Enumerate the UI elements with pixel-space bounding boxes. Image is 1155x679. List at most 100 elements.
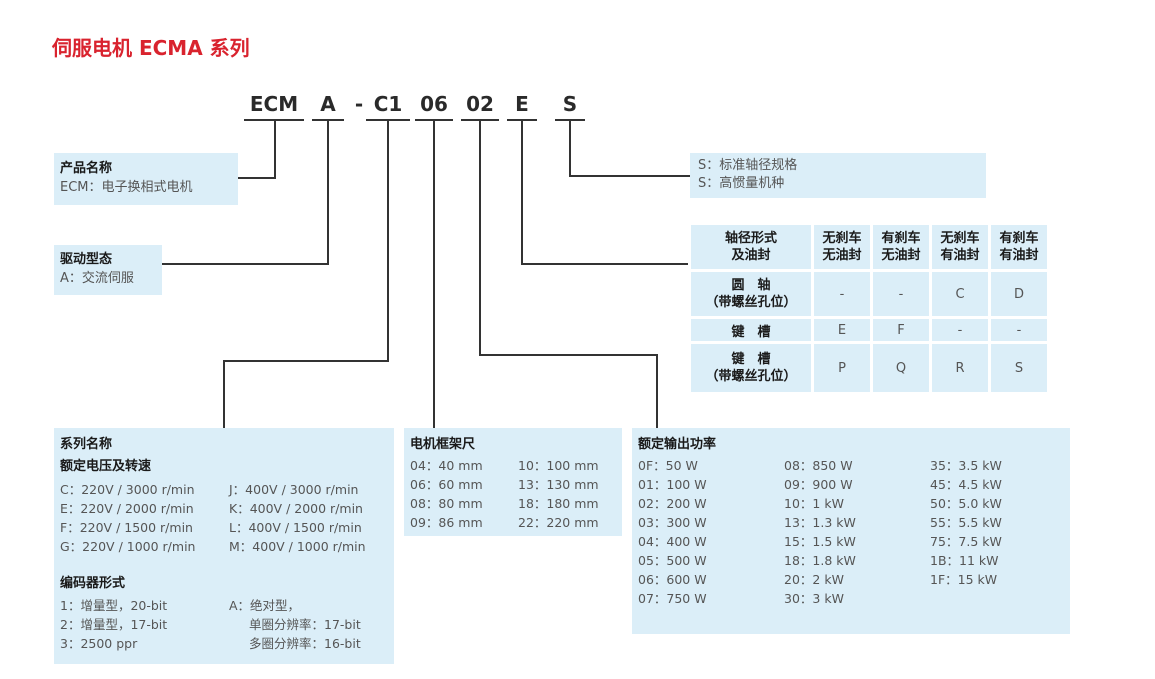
table-cell: R: [929, 341, 991, 395]
list-item: 0F：50 W: [638, 458, 698, 473]
list-item: 50：5.0 kW: [930, 496, 1002, 511]
list-item: 1F：15 kW: [930, 572, 998, 587]
table-cell: -: [870, 269, 932, 319]
list-item: E：220V / 2000 r/min: [60, 501, 194, 516]
table-cell: P: [811, 341, 873, 395]
list-item: J：400V / 3000 r/min: [229, 482, 359, 497]
list-item: 22：220 mm: [518, 515, 599, 530]
drive-line: A：交流伺服: [60, 271, 134, 286]
shaft-std-line-2: S：高惯量机种: [698, 176, 785, 191]
rated-power-box: 额定输出功率 0F：50 W 01：100 W 02：200 W 03：300 …: [632, 428, 1070, 634]
list-item: 08：850 W: [784, 458, 853, 473]
page-title: 伺服电机 ECMA 系列: [52, 36, 250, 60]
table-row-label: 圆 轴 （带螺丝孔位）: [688, 269, 814, 319]
code-part-dash: -: [354, 92, 364, 116]
connector-series: [223, 120, 389, 428]
list-item: 2：增量型，17-bit: [60, 617, 168, 632]
list-item: 15：1.5 kW: [784, 534, 856, 549]
frame-size-box: 电机框架尺 04：40 mm 06：60 mm 08：80 mm 09：86 m…: [404, 428, 622, 536]
connector-shaft-std: [569, 120, 690, 177]
list-item: 18：1.8 kW: [784, 553, 856, 568]
list-item: M：400V / 1000 r/min: [229, 539, 366, 554]
code-part-e: E: [515, 92, 529, 116]
list-item: L：400V / 1500 r/min: [229, 520, 362, 535]
list-item: G：220V / 1000 r/min: [60, 539, 196, 554]
table-header-cell: 轴径形式 及油封: [688, 222, 814, 272]
series-heading: 系列名称: [60, 437, 113, 452]
table-header-cell: 无刹车 有油封: [929, 222, 991, 272]
list-item: 01：100 W: [638, 477, 707, 492]
product-heading: 产品名称: [60, 161, 113, 176]
series-box: 系列名称 额定电压及转速 C：220V / 3000 r/min E：220V …: [54, 428, 394, 664]
list-item: 13：130 mm: [518, 477, 599, 492]
list-item: 75：7.5 kW: [930, 534, 1002, 549]
table-row-label: 键 槽 （带螺丝孔位）: [688, 341, 814, 395]
connector-power: [479, 120, 658, 428]
list-item: A：绝对型，: [229, 598, 301, 613]
power-heading: 额定输出功率: [638, 437, 717, 452]
list-item: 18：180 mm: [518, 496, 599, 511]
list-item: 08：80 mm: [410, 496, 483, 511]
list-item: 07：750 W: [638, 591, 707, 606]
list-item: 06：60 mm: [410, 477, 483, 492]
table-cell: -: [988, 316, 1050, 344]
table-row-label: 键 槽: [688, 316, 814, 344]
list-item: 09：900 W: [784, 477, 853, 492]
list-item: 单圈分辨率：17-bit: [249, 617, 361, 632]
table-row: 圆 轴 （带螺丝孔位） - - C D: [688, 269, 1050, 319]
power-list-1: 0F：50 W 01：100 W 02：200 W 03：300 W 04：40…: [638, 456, 707, 608]
frame-heading: 电机框架尺: [410, 437, 476, 452]
code-part-06: 06: [420, 92, 448, 116]
table-cell: D: [988, 269, 1050, 319]
list-item: 04：400 W: [638, 534, 707, 549]
power-list-2: 08：850 W 09：900 W 10：1 kW 13：1.3 kW 15：1…: [784, 456, 856, 608]
list-item: 3：2500 ppr: [60, 636, 138, 651]
table-header-cell: 有刹车 有油封: [988, 222, 1050, 272]
table-cell: E: [811, 316, 873, 344]
list-item: 1B：11 kW: [930, 553, 999, 568]
table-cell: F: [870, 316, 932, 344]
code-part-02: 02: [466, 92, 494, 116]
connector-drive: [162, 120, 329, 265]
connector-product: [238, 120, 276, 179]
table-cell: Q: [870, 341, 932, 395]
list-item: 1：增量型，20-bit: [60, 598, 168, 613]
list-item: 10：1 kW: [784, 496, 844, 511]
list-item: 20：2 kW: [784, 572, 844, 587]
table-cell: -: [929, 316, 991, 344]
table-header-row: 轴径形式 及油封 无刹车 无油封 有刹车 无油封 无刹车 有油封 有刹车 有油封: [688, 222, 1050, 272]
drive-heading: 驱动型态: [60, 252, 113, 267]
connector-shaft-table: [521, 120, 690, 265]
table-header-cell: 有刹车 无油封: [870, 222, 932, 272]
list-item: F：220V / 1500 r/min: [60, 520, 193, 535]
voltage-speed-heading: 额定电压及转速: [60, 459, 152, 474]
table-cell: S: [988, 341, 1050, 395]
table-row: 键 槽 E F - -: [688, 316, 1050, 344]
list-item: 10：100 mm: [518, 458, 599, 473]
power-list-3: 35：3.5 kW 45：4.5 kW 50：5.0 kW 55：5.5 kW …: [930, 456, 1002, 589]
list-item: 多圈分辨率：16-bit: [249, 636, 361, 651]
code-part-ecm: ECM: [249, 92, 299, 116]
list-item: 02：200 W: [638, 496, 707, 511]
list-item: 55：5.5 kW: [930, 515, 1002, 530]
frame-list-left: 04：40 mm 06：60 mm 08：80 mm 09：86 mm: [410, 456, 483, 532]
code-part-a: A: [320, 92, 336, 116]
shaft-std-line-1: S：标准轴径规格: [698, 158, 798, 173]
list-item: K：400V / 2000 r/min: [229, 501, 363, 516]
encoder-list-incremental: 1：增量型，20-bit 2：增量型，17-bit 3：2500 ppr: [60, 596, 167, 653]
drive-type-box: 驱动型态 A：交流伺服: [54, 245, 162, 295]
table-row: 键 槽 （带螺丝孔位） P Q R S: [688, 341, 1050, 395]
encoder-list-absolute: A：绝对型， 单圈分辨率：17-bit 多圈分辨率：16-bit: [229, 596, 361, 653]
voltage-list-400: J：400V / 3000 r/min K：400V / 2000 r/min …: [229, 480, 366, 556]
frame-list-right: 10：100 mm 13：130 mm 18：180 mm 22：220 mm: [518, 456, 599, 532]
list-item: 09：86 mm: [410, 515, 483, 530]
list-item: 05：500 W: [638, 553, 707, 568]
shaft-standard-box: S：标准轴径规格 S：高惯量机种: [690, 153, 986, 198]
table-cell: C: [929, 269, 991, 319]
list-item: 03：300 W: [638, 515, 707, 530]
product-line: ECM：电子换相式电机: [60, 180, 193, 195]
table-header-cell: 无刹车 无油封: [811, 222, 873, 272]
table-cell: -: [811, 269, 873, 319]
encoder-heading: 编码器形式: [60, 576, 126, 591]
